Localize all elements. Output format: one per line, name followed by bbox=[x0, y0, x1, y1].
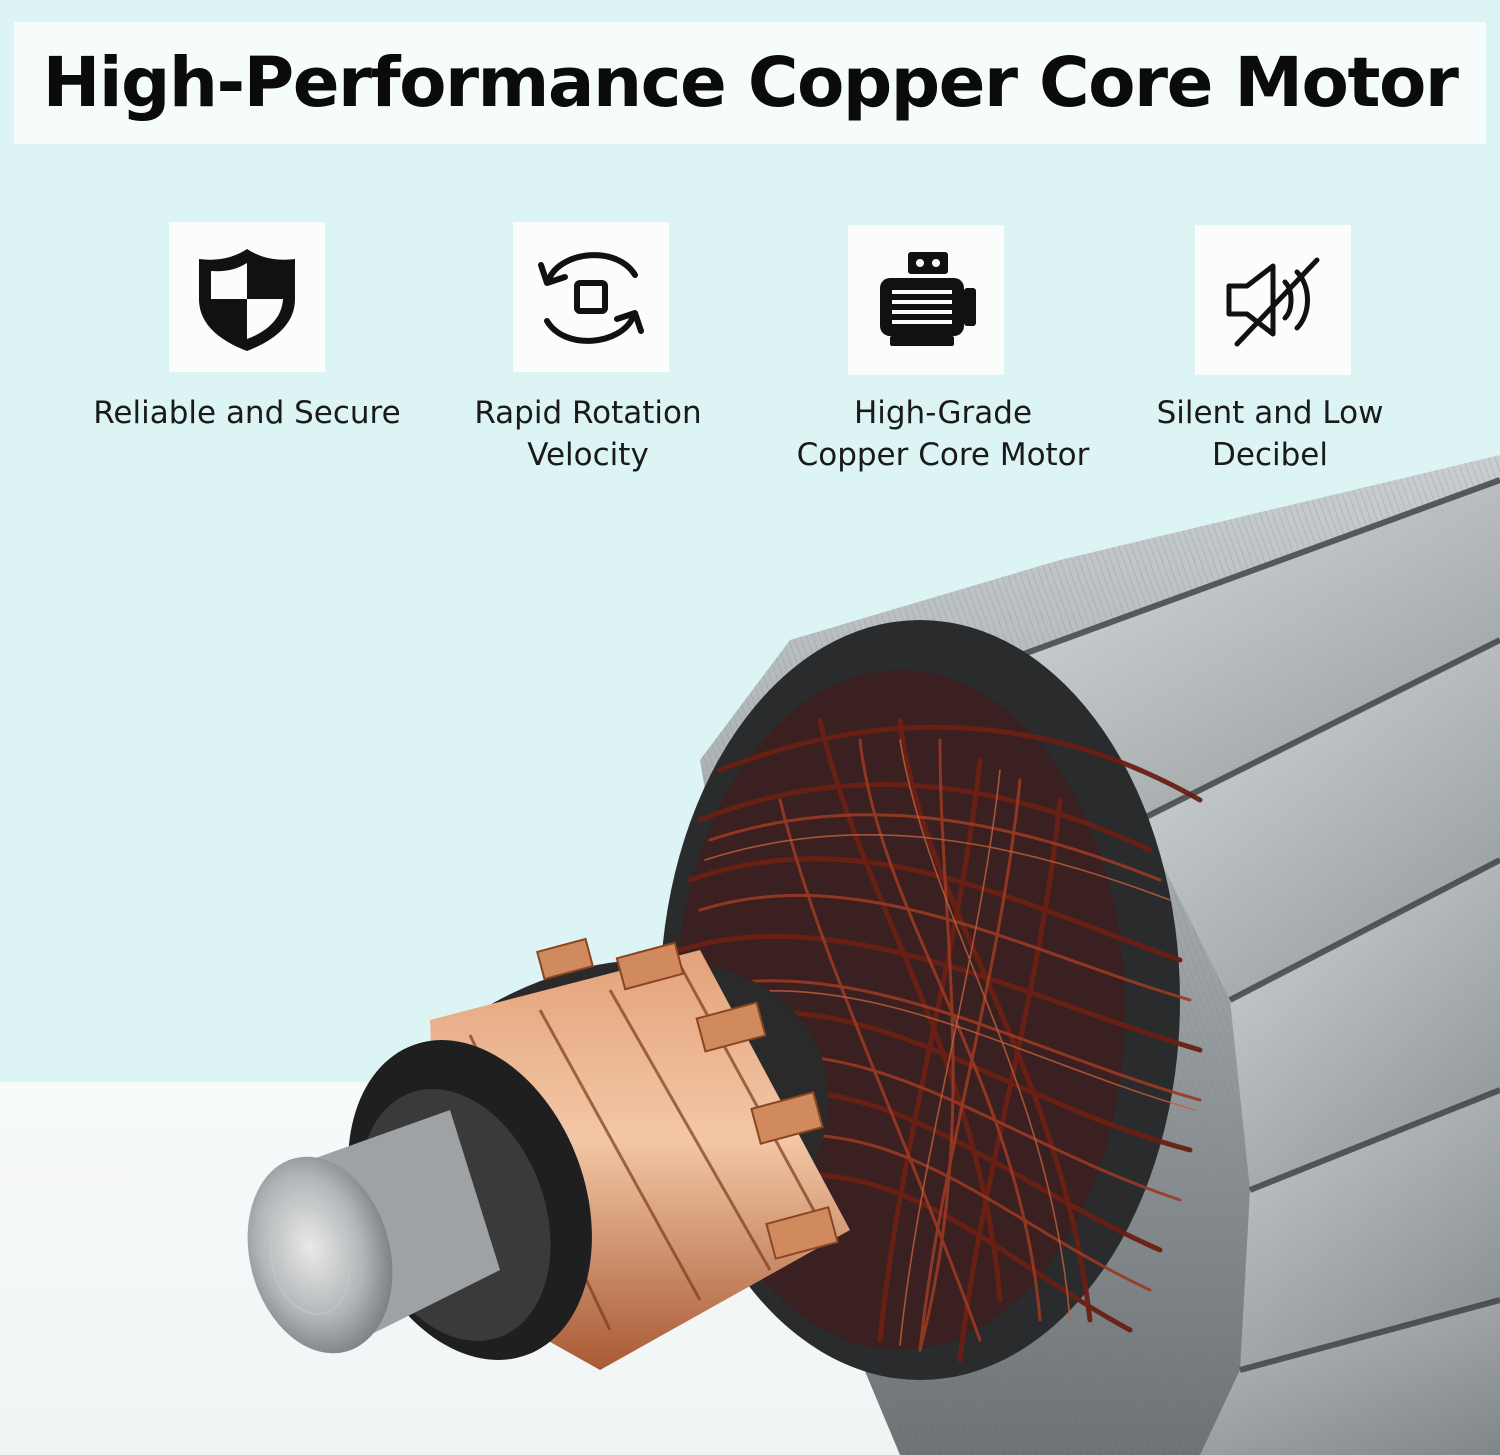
feature-rotation-tile bbox=[513, 222, 669, 372]
feature-shield-tile bbox=[169, 222, 325, 372]
shield-icon bbox=[199, 249, 295, 351]
page-title: High-Performance Copper Core Motor bbox=[42, 43, 1459, 123]
feature-label-reliable: Reliable and Secure bbox=[93, 395, 401, 431]
feature-silent-tile bbox=[1195, 225, 1351, 375]
rotation-icon bbox=[538, 252, 644, 344]
motor-icon bbox=[880, 252, 976, 346]
feature-label-silent: Silent and Low Decibel bbox=[1156, 395, 1384, 473]
feature-label-copper-motor: High-Grade Copper Core Motor bbox=[796, 395, 1090, 473]
feature-motor-tile bbox=[848, 225, 1004, 375]
muted-sound-icon bbox=[1226, 257, 1320, 347]
title-banner: High-Performance Copper Core Motor bbox=[14, 22, 1486, 144]
feature-label-rotation: Rapid Rotation Velocity bbox=[474, 395, 702, 473]
